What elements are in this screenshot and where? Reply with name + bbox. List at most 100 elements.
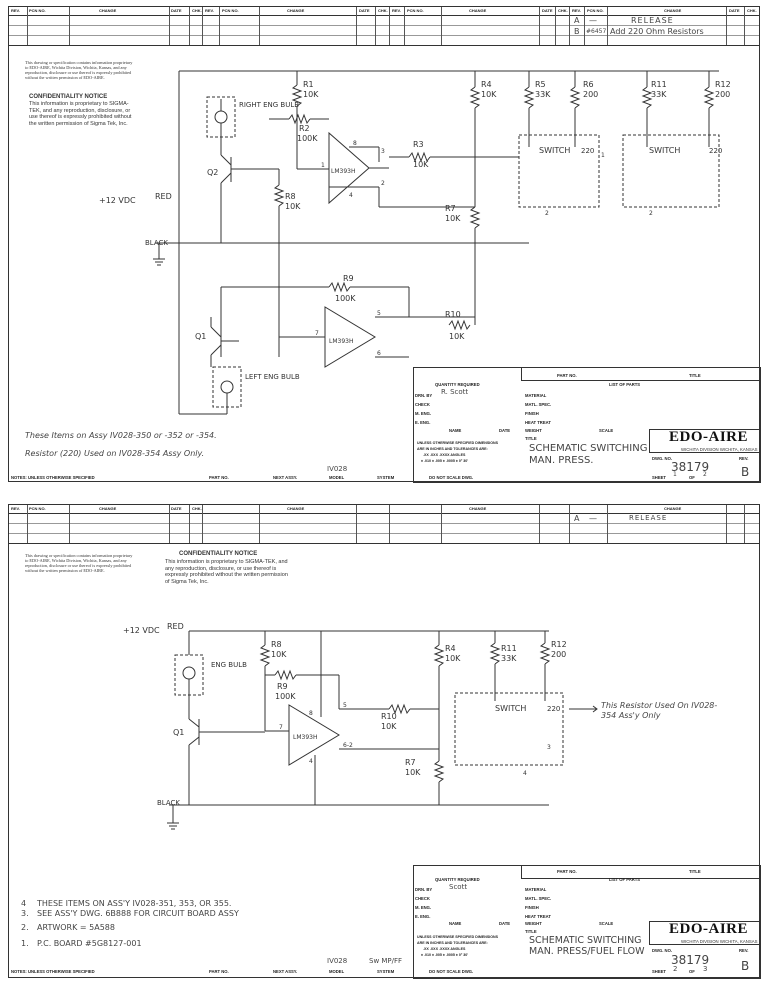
s2-r4v: 10K [445,654,461,663]
s2-pin5: 5 [343,702,347,709]
s2-date: DATE [499,921,511,926]
dwg-number: 38179 [671,460,710,474]
pcn-col-3: PCN NO. [407,8,424,13]
s2-dnsd: DO NOT SCALE DWG. [429,969,474,974]
rev-b-letter: B [574,27,580,36]
switch2-label: SWITCH [649,146,680,155]
rev-value: B [741,465,750,479]
pcn-col: PCN NO. [29,8,46,13]
s2-title-col: TITLE [689,869,701,874]
s2-note3: SEE ASS'Y DWG. 6B888 FOR CIRCUIT BOARD A… [37,909,239,918]
s2-tol2: ARE IN INCHES AND TOLERANCES ARE: [417,941,488,945]
pcn-col-4: PCN NO. [587,8,604,13]
model-value: IV028 [327,465,348,473]
s2-r10: R10 [381,712,397,721]
r1-value: 10K [303,90,319,99]
s2-r7: R7 [405,758,416,767]
part-no-col: PART NO. [209,475,229,480]
confidentiality-body: This information is proprietary to SIGMA… [29,101,132,127]
copyright-notice: This drawing or specification contains i… [25,60,133,80]
s2-note2-num: 2. [21,923,29,932]
r5-label: R5 [535,80,546,89]
list-of-parts: LIST OF PARTS [609,382,641,387]
s2-drawing-title: SCHEMATIC SWITCHING MAN. PRESS/FUEL FLOW [529,935,645,957]
s2-tol3: .XX .XXX .XXXX ANGLES [423,947,466,951]
s2-parts-header-box [521,865,761,879]
s2-next-assy-col: NEXT ASSY. [273,969,298,974]
pin4-top: 4 [349,192,353,199]
s2-notes-label: NOTES: UNLESS OTHERWISE SPECIFIED [11,969,95,974]
chk-col-4: CHK. [747,8,757,13]
finish-label: FINISH [525,411,539,416]
black-wire-label: BLACK [145,239,168,247]
change-col-4: CHANGE [664,8,682,13]
s2-eng-bulb: ENG BULB [211,661,247,669]
confidentiality-body-2: This information is proprietary to SIGMA… [165,559,288,585]
schematic-sheet-1: R1 10K R2 100K R3 10K R4 10K R5 33K R6 2… [99,70,731,415]
s2-q1: Q1 [173,728,184,737]
s2-company-sub: WICHITA DIVISION WICHITA, KANSAS [681,939,758,944]
company-logo: EDO-AIRE [669,429,749,445]
rev-a-pcn: — [589,16,597,25]
eeng-label: E. ENG. [415,420,431,425]
red-wire-label: RED [155,192,172,201]
model-col: MODEL [329,475,345,480]
s2-system-col: SYSTEM [377,969,395,974]
date-col-s2: DATE [171,506,182,511]
s2-meng: M. ENG. [415,905,432,910]
s2-r9v: 100K [275,692,296,701]
s2-tol1: UNLESS OTHERWISE SPECIFIED DIMENSIONS [417,935,499,939]
r1-label: R1 [303,80,314,89]
drawing-sheet-2: REV. PCN NO. CHANGE DATE CHK. CHANGE CHA… [8,504,761,979]
s2-box4: 4 [523,770,527,777]
s2-drn: DRN. BY [415,887,433,892]
s2-r12: R12 [551,640,567,649]
tolerance-1: UNLESS OTHERWISE SPECIFIED DIMENSIONS [417,441,499,445]
s2-name: NAME [449,921,462,926]
date-col: DATE [171,8,182,13]
s2-system-value: Sw MP/FF [369,957,403,965]
q2-label: Q2 [207,168,218,177]
rev-col-s2: REV. [11,506,20,511]
s2-model-col: MODEL [329,969,345,974]
r5-value: 33K [535,90,551,99]
r7-value: 10K [445,214,461,223]
left-bulb-label: LEFT ENG BULB [245,373,300,381]
r9-label: R9 [343,274,354,283]
s2-part-no-col: PART NO. [209,969,229,974]
s2-black: BLACK [157,799,180,807]
drawing-title: SCHEMATIC SWITCHING MAN. PRESS. [529,443,648,466]
s2-r10v: 10K [381,722,397,731]
change-col-s2d: CHANGE [664,506,682,511]
dwg-no-label: DWG. NO. [652,456,673,461]
r9-value: 100K [335,294,356,303]
dnsd-label: DO NOT SCALE DWG. [429,475,474,480]
s2-sheet-label: SHEET [652,969,666,974]
s2-r8: R8 [271,640,282,649]
pin1-top: 1 [321,162,325,169]
drn-label: DRN. BY [415,393,433,398]
box2-marker: 2 [545,210,549,217]
rev-a-letter: A [574,16,580,25]
pin2-top: 2 [381,180,385,187]
s2-note2: ARTWORK = 5A588 [37,923,115,932]
weight-label: WEIGHT [525,428,542,433]
s2-r11: R11 [501,644,517,653]
s2-finish: FINISH [525,905,539,910]
s2-title-label: TITLE [525,929,537,934]
r220a-label: 220 [581,147,594,155]
chk-col-3: CHK. [558,8,568,13]
s2-part-no: PART NO. [557,869,577,874]
s2-weight: WEIGHT [525,921,542,926]
revision-header-2: REV. PCN NO. CHANGE DATE CHK. CHANGE CHA… [9,505,759,514]
rev-b-change: Add 220 Ohm Resistors [610,27,704,36]
chk-col-2: CHK. [378,8,388,13]
switch1-label: SWITCH [539,146,570,155]
s2-list-of-parts: LIST OF PARTS [609,877,641,882]
system-col: SYSTEM [377,475,395,480]
r7-label: R7 [445,204,456,213]
check-label: CHECK [415,402,430,407]
box1-marker: 1 [601,152,605,159]
title-label: TITLE [525,436,537,441]
r10-value: 10K [449,332,465,341]
